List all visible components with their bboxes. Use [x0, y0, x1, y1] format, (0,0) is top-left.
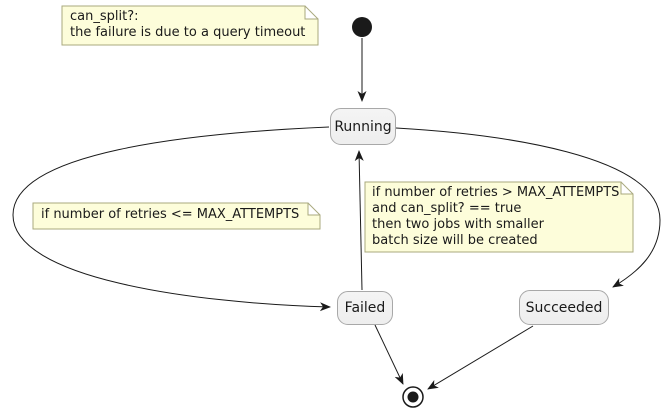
state-running-label: Running — [334, 118, 392, 135]
note-retry-condition-shape — [32, 202, 321, 230]
transition-running-to-failed — [12, 126, 331, 312]
transition-failed-to-running — [354, 150, 364, 291]
note-can-split-text: can_split?: the failure is due to a quer… — [70, 9, 306, 40]
state-failed-label: Failed — [344, 300, 386, 316]
state-succeeded: Succeeded — [519, 290, 609, 325]
note-fold-icon — [620, 181, 634, 195]
note-retry-condition-text: if number of retries <= MAX_ATTEMPTS — [41, 207, 300, 222]
note-fold-icon — [307, 202, 321, 216]
transition-failed-to-final — [374, 324, 404, 385]
state-failed: Failed — [337, 291, 393, 325]
transition-running-to-succeeded — [395, 127, 661, 288]
transition-succeeded-to-final — [427, 325, 534, 390]
initial-state-icon — [352, 17, 372, 37]
state-running: Running — [330, 108, 396, 145]
note-fold-icon — [304, 5, 319, 20]
note-can-split-shape — [61, 5, 319, 46]
note-split-condition-shape — [364, 181, 634, 253]
note-split-condition-text: if number of retries > MAX_ATTEMPTS and … — [372, 185, 620, 248]
state-succeeded-label: Succeeded — [525, 299, 603, 316]
final-state-icon — [402, 386, 424, 408]
